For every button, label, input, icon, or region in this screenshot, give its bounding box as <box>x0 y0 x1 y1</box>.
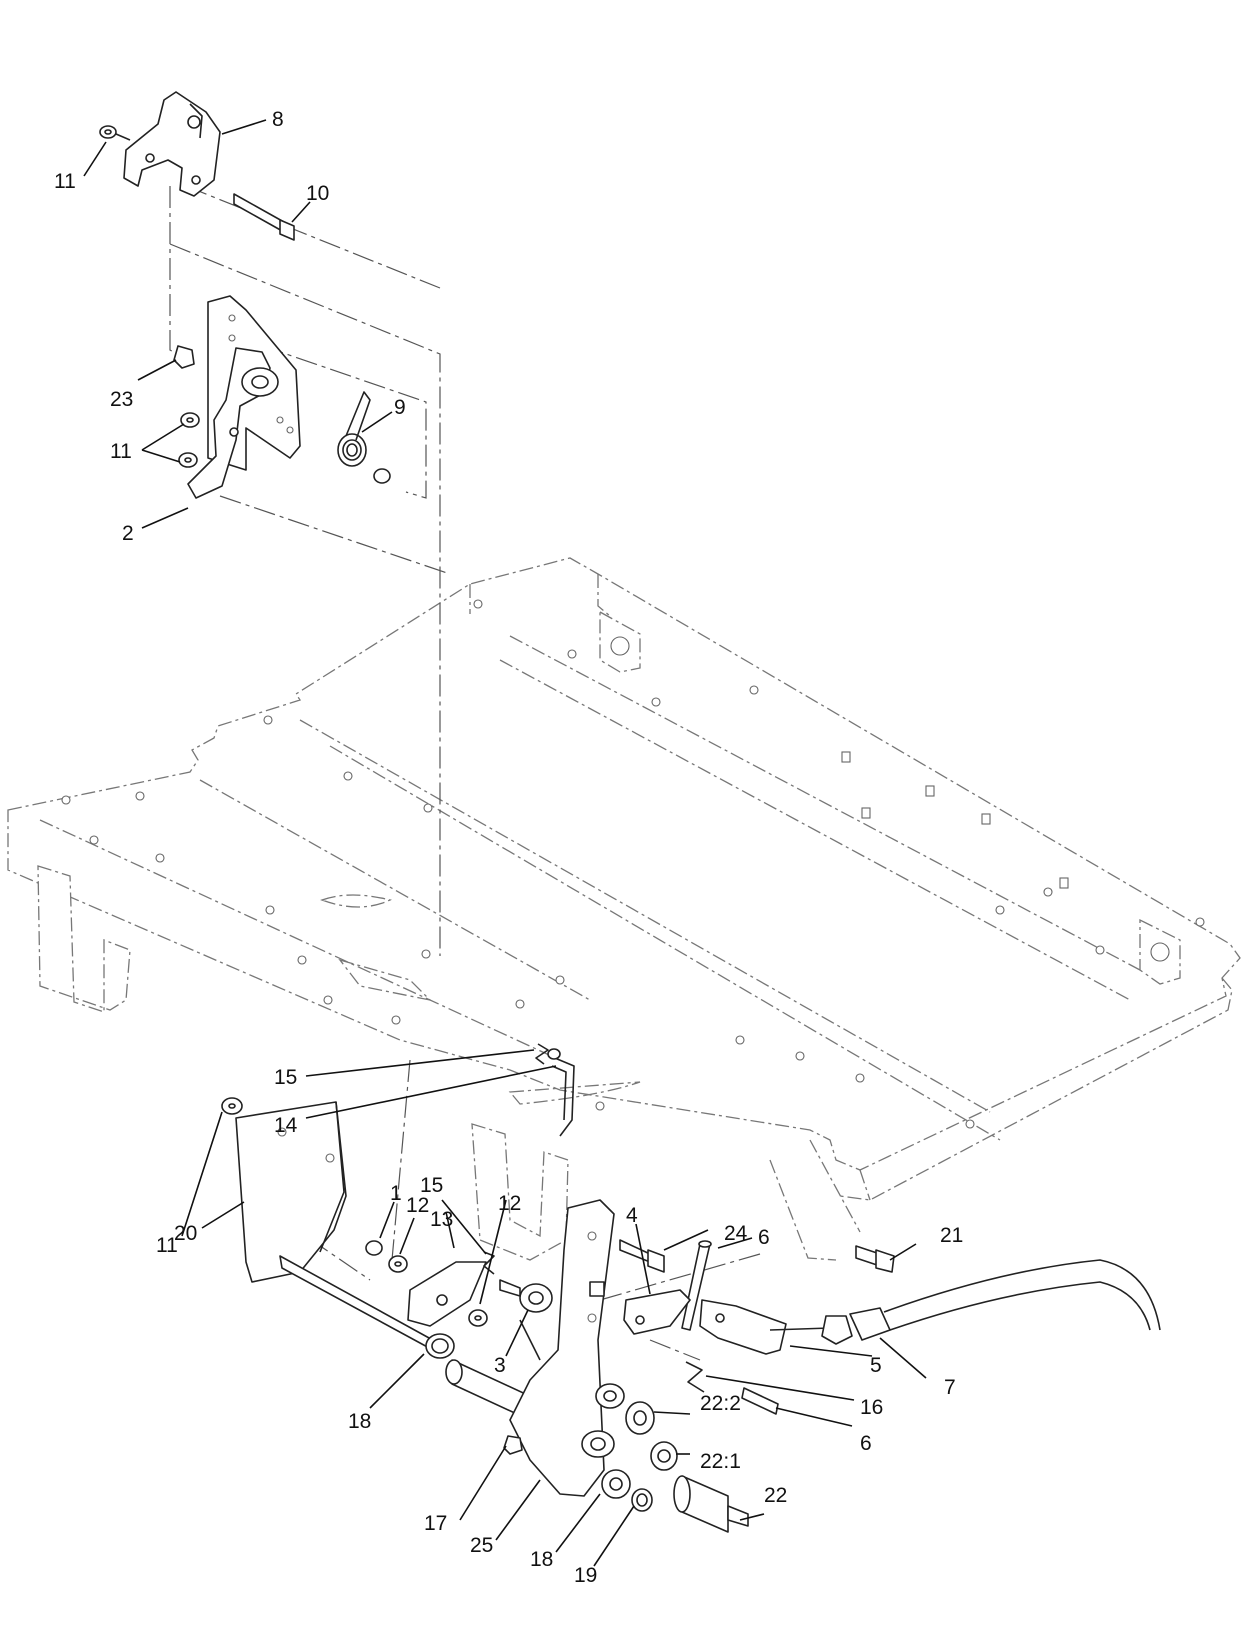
fitting-part-17 <box>503 1435 523 1455</box>
callout-3: 3 <box>494 1354 506 1377</box>
pin-part-6-lower <box>741 1387 779 1415</box>
callout-22-1: 22:1 <box>700 1450 741 1473</box>
callout-17: 17 <box>424 1512 447 1535</box>
nut-part-11-top <box>99 125 131 141</box>
spacer-part-3 <box>519 1283 553 1361</box>
callout-19: 19 <box>574 1564 597 1587</box>
callout-6-lower: 6 <box>860 1432 872 1455</box>
shaft-part-22 <box>673 1475 749 1533</box>
callout-23: 23 <box>110 388 133 411</box>
nut-part-23 <box>173 345 195 369</box>
callout-2: 2 <box>122 522 134 545</box>
callout-24: 24 <box>724 1222 748 1245</box>
spring-part-9 <box>337 391 391 484</box>
callout-18-b: 18 <box>530 1548 553 1571</box>
callout-20: 20 <box>174 1222 197 1245</box>
clip-part-15-top <box>535 1043 549 1065</box>
bushing-part-18-b <box>601 1469 631 1499</box>
callout-11-mid: 11 <box>110 440 132 463</box>
callout-13: 13 <box>430 1208 453 1231</box>
callout-5: 5 <box>870 1354 882 1377</box>
bracket-part-20 <box>235 1101 445 1357</box>
nut-part-22-1 <box>650 1441 678 1471</box>
callout-16: 16 <box>860 1396 883 1419</box>
callout-12-b: 12 <box>498 1192 521 1215</box>
callout-12-a: 12 <box>406 1194 429 1217</box>
callout-14: 14 <box>274 1114 298 1137</box>
callout-22-2: 22:2 <box>700 1392 741 1415</box>
leader-lines <box>83 119 927 1567</box>
callout-9: 9 <box>394 396 406 419</box>
clevis-part-4 <box>623 1289 691 1335</box>
callout-6-upper: 6 <box>758 1226 770 1249</box>
assembly-phantom-lines <box>169 185 761 1361</box>
washer-part-22-2 <box>625 1401 655 1435</box>
callout-15-top: 15 <box>274 1066 297 1089</box>
callout-8: 8 <box>272 108 284 131</box>
spacer-parts-1-12 <box>365 1240 488 1327</box>
callout-15-lower: 15 <box>420 1174 443 1197</box>
callout-11-top: 11 <box>54 170 76 193</box>
bolt-part-21 <box>855 1245 895 1273</box>
callout-labels: 8 11 10 9 23 11 2 15 14 11 20 1 12 13 15… <box>54 108 963 1587</box>
callout-18-a: 18 <box>348 1410 371 1433</box>
nuts-part-11-mid <box>178 412 200 468</box>
bushing-part-18-a <box>425 1333 455 1359</box>
bolt-part-10 <box>233 193 295 241</box>
nut-part-11-lower <box>221 1097 243 1115</box>
lever-part-5 <box>699 1299 787 1355</box>
link-part-13 <box>407 1261 487 1327</box>
callout-10: 10 <box>306 182 329 205</box>
callout-7: 7 <box>944 1376 956 1399</box>
callout-11-lower: 11 <box>156 1234 178 1257</box>
callout-21: 21 <box>940 1224 963 1247</box>
cable-part-7 <box>769 1259 1161 1345</box>
bracket-part-8 <box>123 91 221 197</box>
washer-part-19 <box>631 1488 653 1512</box>
callout-4: 4 <box>626 1204 638 1227</box>
callout-25: 25 <box>470 1534 493 1557</box>
callout-1: 1 <box>390 1182 402 1205</box>
callout-22: 22 <box>764 1484 787 1507</box>
lever-part-25 <box>509 1199 625 1497</box>
clip-part-15-lower <box>483 1251 521 1297</box>
latch-plate-part-2 <box>187 295 301 499</box>
rod-part-14 <box>547 1048 575 1137</box>
frame-phantom <box>7 557 1241 1261</box>
clip-part-16 <box>685 1361 705 1393</box>
